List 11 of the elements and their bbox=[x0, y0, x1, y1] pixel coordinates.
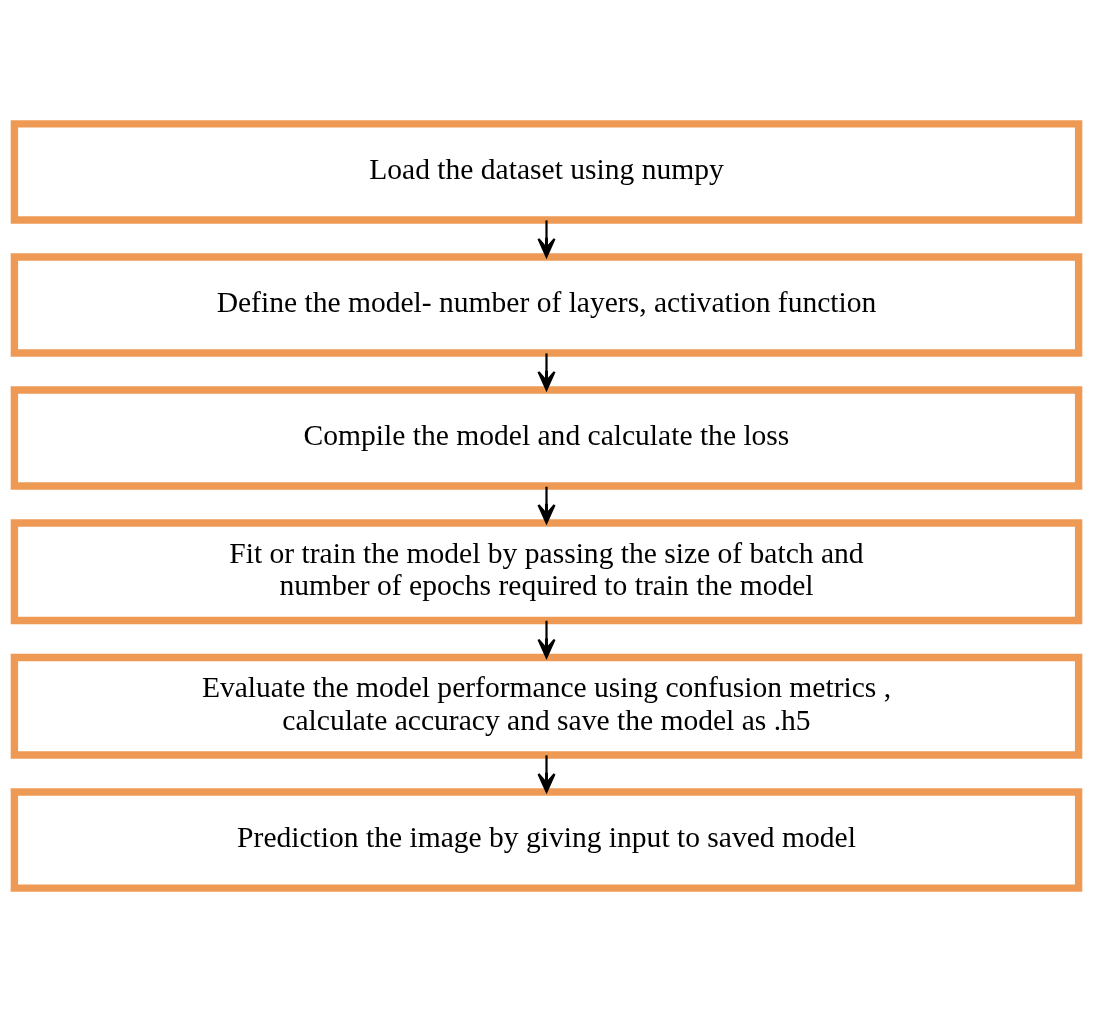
node-box: Define the model- number of layers, activation function bbox=[10, 253, 1083, 357]
arrow bbox=[537, 353, 556, 391]
node-box: Evaluate the model performance using confusion metrics , calculate accuracy and save the model as .h5 bbox=[10, 653, 1083, 759]
node-box: Prediction the image by giving input to saved model bbox=[10, 788, 1083, 892]
node-box: Compile the model and calculate the loss bbox=[10, 386, 1083, 490]
node-box: Load the dataset using numpy bbox=[10, 120, 1083, 224]
arrow bbox=[537, 755, 556, 793]
node-box: Fit or train the model by passing the size of batch and number of epochs required to train the model bbox=[10, 519, 1083, 625]
arrow bbox=[537, 486, 556, 524]
arrow bbox=[537, 620, 556, 659]
arrow bbox=[537, 220, 556, 258]
